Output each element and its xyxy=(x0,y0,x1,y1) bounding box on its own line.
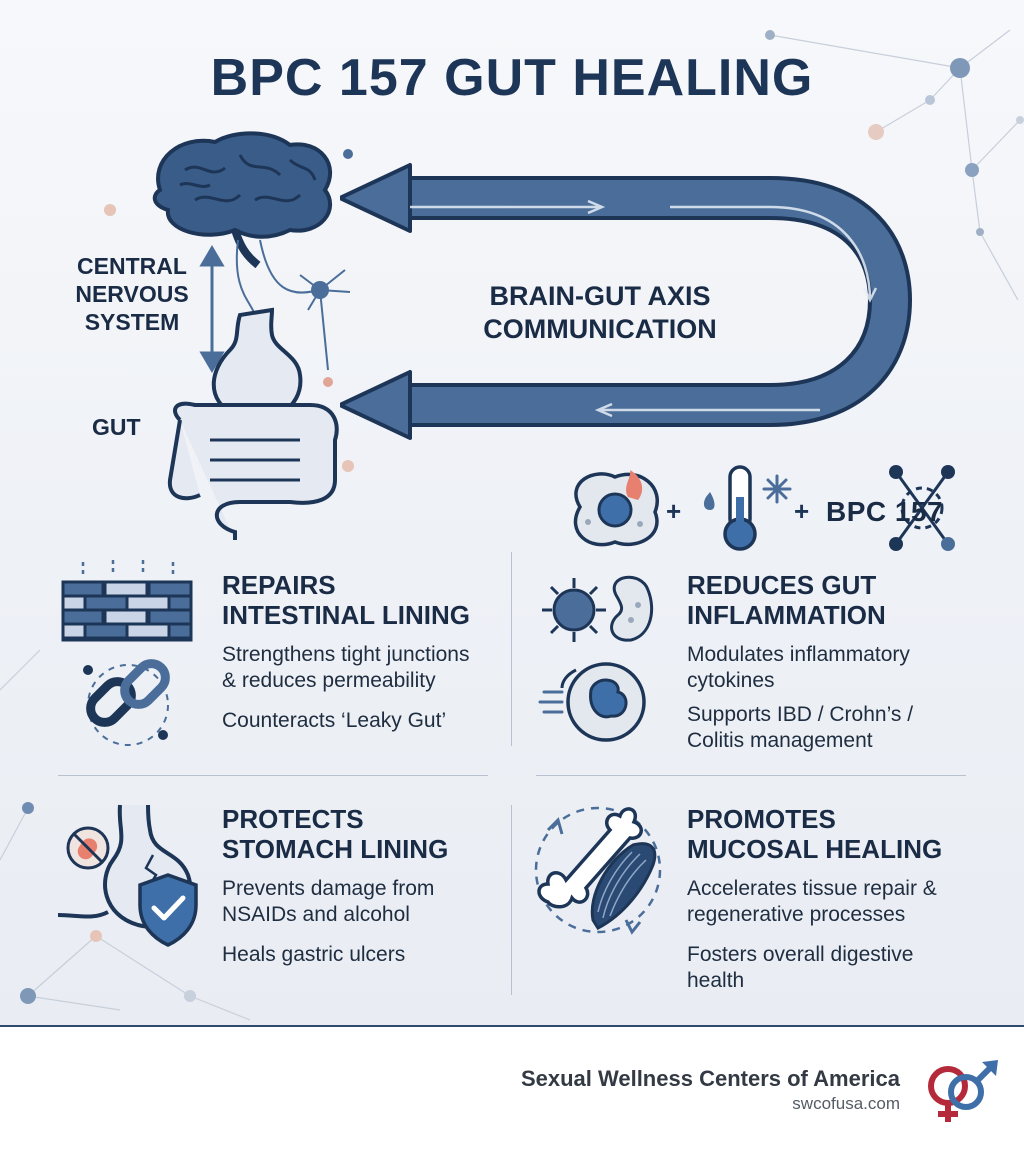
divider-vertical-bottom xyxy=(511,805,512,995)
gender-symbols-logo xyxy=(928,1060,998,1122)
brand-name: Sexual Wellness Centers of America xyxy=(520,1066,900,1091)
axis-label: BRAIN-GUT AXIS COMMUNICATION xyxy=(483,281,717,344)
neuron-icon xyxy=(299,269,351,387)
section-text-mucosal-1: Accelerates tissue repair & regenerative… xyxy=(687,877,937,926)
bone-icon xyxy=(537,807,643,909)
molecule-icon xyxy=(889,465,955,551)
section-title-repairs: REPAIRS INTESTINAL LINING xyxy=(222,570,470,630)
chain-link-icon xyxy=(83,659,170,746)
section-text-protects-2: Heals gastric ulcers xyxy=(222,943,406,966)
inflammation-icons xyxy=(538,575,654,742)
section-text-inflammation-1: Modulates inflammatory cytokines xyxy=(687,643,910,692)
section-text-repairs-2: Counteracts ‘Leaky Gut’ xyxy=(222,709,447,732)
bpc-157-label: BPC 157 xyxy=(826,496,944,527)
footer xyxy=(0,1025,1024,1156)
divider-horizontal-right xyxy=(536,775,966,776)
thermometer-icon xyxy=(703,465,792,551)
section-text-protects-1: Prevents damage from NSAIDs and alcohol xyxy=(222,877,435,926)
brain-gut-illustration xyxy=(152,131,351,540)
shield-check-icon xyxy=(138,873,198,947)
intestinal-lining-icons xyxy=(61,560,193,746)
stomach-protection-icons xyxy=(58,804,198,947)
intestine-icon xyxy=(167,401,339,540)
gut-label: GUT xyxy=(92,414,141,440)
muscle-icon xyxy=(590,842,657,930)
virus-icon xyxy=(542,578,606,642)
section-text-mucosal-2: Fosters overall digestive health xyxy=(687,943,914,992)
brick-wall-icon xyxy=(61,560,193,642)
section-title-inflammation: REDUCES GUT INFLAMMATION xyxy=(687,570,886,630)
cns-label: CENTRAL NERVOUS SYSTEM xyxy=(75,253,189,335)
brain-gut-axis-arrow xyxy=(340,163,913,440)
network-decoration xyxy=(0,29,1024,1021)
section-text-inflammation-2: Supports IBD / Crohn’s / Colitis managem… xyxy=(687,703,914,752)
immune-cell-icon xyxy=(538,662,646,742)
brand-url[interactable]: swcofusa.com xyxy=(792,1094,900,1113)
inflamed-cell-icon xyxy=(573,470,659,547)
no-pill-icon xyxy=(66,826,110,870)
mucosal-healing-icons xyxy=(534,806,662,935)
divider-horizontal-left xyxy=(58,775,488,776)
brain-icon xyxy=(152,131,332,269)
plus-sign-2: + xyxy=(794,496,810,526)
plus-sign-1: + xyxy=(666,496,682,526)
section-text-repairs-1: Strengthens tight junctions & reduces pe… xyxy=(222,643,470,692)
divider-vertical-top xyxy=(511,552,512,746)
section-title-protects: PROTECTS STOMACH LINING xyxy=(222,804,449,864)
section-title-mucosal: PROMOTES MUCOSAL HEALING xyxy=(687,804,943,864)
bacteria-icon xyxy=(610,575,654,642)
page-title: BPC 157 GUT HEALING xyxy=(210,49,814,107)
